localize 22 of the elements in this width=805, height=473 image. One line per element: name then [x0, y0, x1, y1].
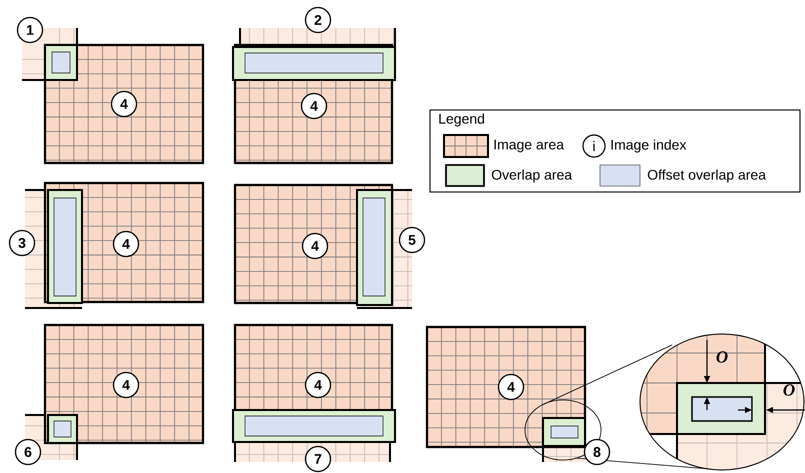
offset-label: O	[716, 351, 728, 363]
callout-number: 4	[302, 232, 328, 260]
callout-number: 4	[498, 374, 524, 400]
legend-text: Overlap area	[492, 169, 572, 183]
callout-number: 8	[584, 438, 610, 466]
callout-number: 4	[112, 230, 140, 258]
callout-number: 1	[16, 16, 44, 44]
legend-title: Legend	[439, 113, 484, 127]
callout-number: 6	[14, 438, 42, 466]
legend-text: Image area	[494, 140, 564, 152]
callout-number: 4	[300, 92, 328, 120]
callout-number: 4	[112, 372, 140, 398]
index-symbol: i	[593, 140, 595, 152]
callout-number: 4	[110, 90, 138, 118]
legend-text: Offset overlap area	[648, 169, 766, 183]
callout-number: 2	[304, 6, 332, 34]
callout-number: 5	[398, 226, 426, 254]
callout-number: 3	[8, 230, 36, 256]
legend-text: Image index	[612, 139, 686, 153]
offset-label: O	[783, 384, 795, 396]
callout-number: 7	[304, 446, 332, 472]
callout-number: 4	[304, 372, 332, 398]
